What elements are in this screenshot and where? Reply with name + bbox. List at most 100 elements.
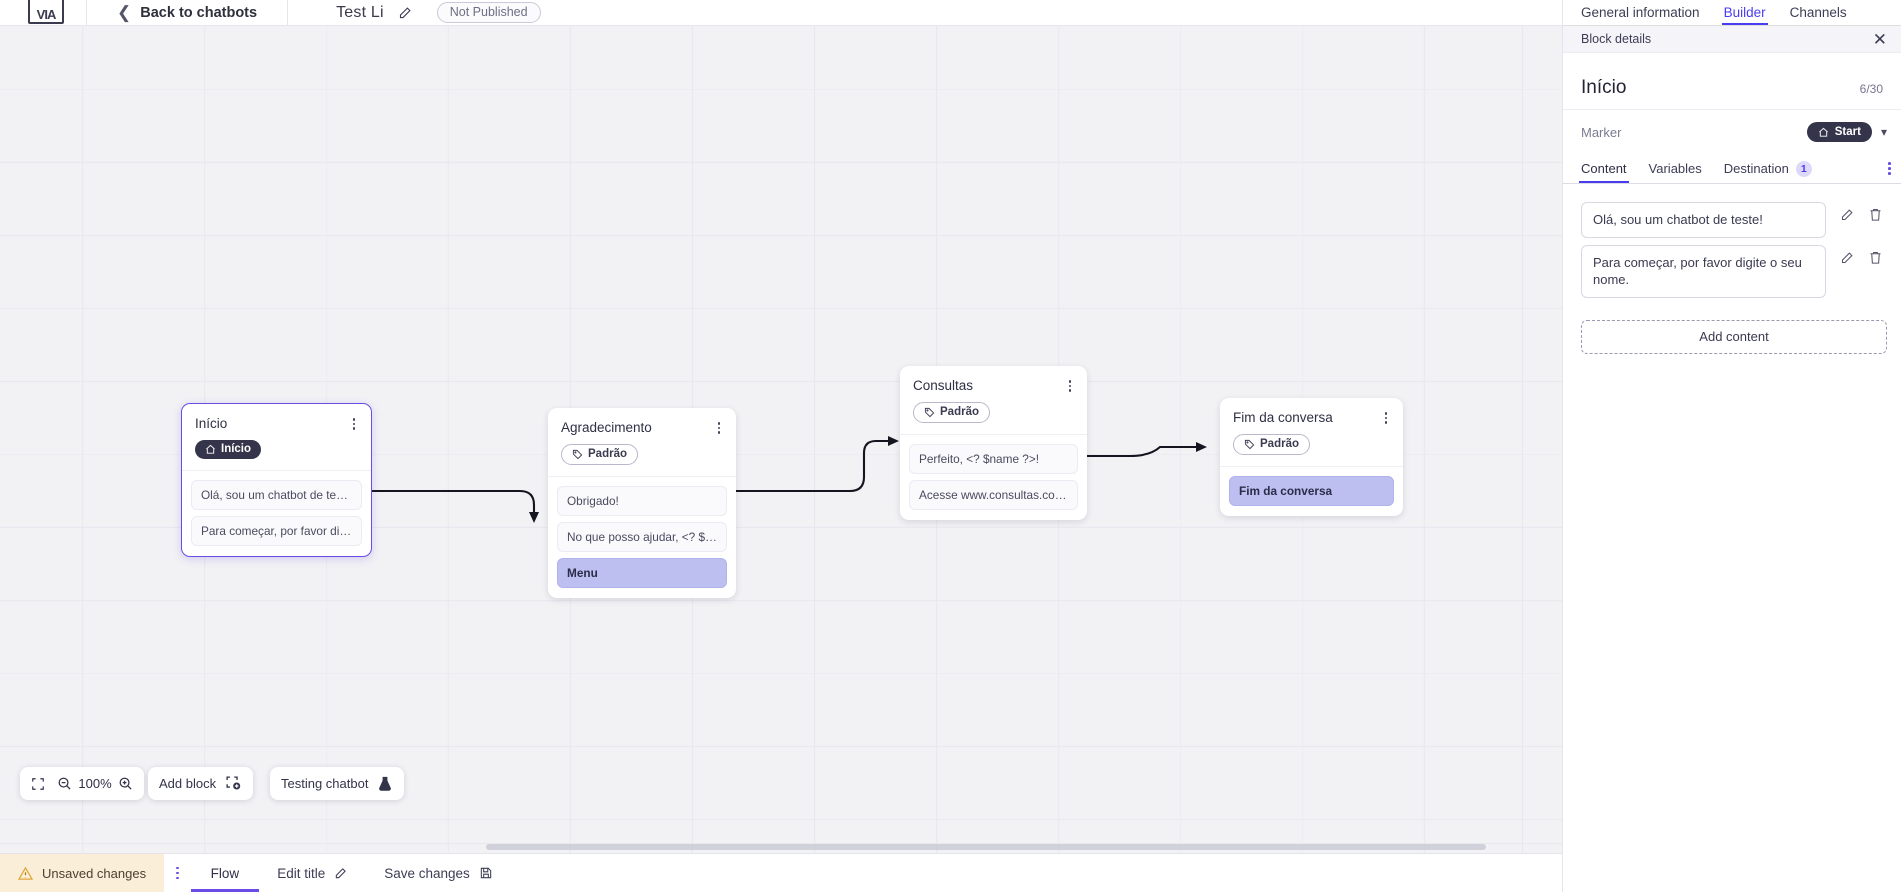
status-menu-button[interactable]: [164, 854, 191, 892]
block-menu-button[interactable]: [347, 416, 361, 432]
flask-icon: [379, 776, 392, 791]
block-menu-button[interactable]: [1063, 378, 1077, 394]
home-icon: [1818, 127, 1828, 137]
canvas-horizontal-scrollbar[interactable]: [486, 844, 1486, 850]
block-title-row: Início 6/30: [1563, 53, 1901, 110]
close-icon[interactable]: ✕: [1872, 29, 1887, 49]
block-message[interactable]: Fim da conversa: [1229, 476, 1394, 506]
save-changes-label: Save changes: [384, 865, 470, 881]
edit-content-button[interactable]: [1840, 207, 1855, 222]
block-header: Fim da conversa Padrão: [1220, 398, 1403, 466]
divider: [86, 0, 87, 26]
block-message-menu[interactable]: Menu: [557, 558, 727, 588]
content-item: Para começar, por favor digite o seu nom…: [1581, 245, 1887, 298]
zoom-in-button[interactable]: [113, 767, 144, 800]
tab-flow[interactable]: Flow: [190, 854, 260, 892]
destination-count-badge: 1: [1795, 160, 1812, 177]
marker-row: Marker Start ▾: [1563, 110, 1901, 154]
tab-general-information[interactable]: General information: [1581, 0, 1700, 25]
block-message[interactable]: Para começar, por favor digite o ...: [191, 516, 362, 546]
delete-content-button[interactable]: [1868, 207, 1883, 222]
edit-content-button[interactable]: [1840, 250, 1855, 265]
tab-builder[interactable]: Builder: [1721, 0, 1768, 26]
block-tag: Início: [195, 440, 262, 459]
tab-label: Destination: [1723, 161, 1789, 176]
tab-label: General information: [1581, 5, 1700, 20]
divider: [287, 0, 289, 26]
block-details-header: Block details ✕: [1563, 26, 1901, 53]
publish-status-badge: Not Published: [436, 2, 541, 23]
tab-destination[interactable]: Destination 1: [1724, 154, 1812, 183]
add-block-button[interactable]: Add block: [148, 767, 253, 800]
content-actions: [1826, 202, 1887, 222]
block-title: Fim da conversa: [1233, 410, 1333, 425]
block-tag-label: Padrão: [1260, 438, 1299, 450]
save-changes-button[interactable]: Save changes: [366, 854, 511, 892]
tab-variables[interactable]: Variables: [1649, 154, 1702, 183]
flow-canvas[interactable]: Início Início Olá, sou um chatbot de tes…: [0, 26, 1562, 853]
block-message[interactable]: Obrigado!: [557, 486, 727, 516]
zoom-toolbar: 100%: [20, 767, 144, 800]
block-menu-button[interactable]: [712, 420, 726, 436]
marker-label: Marker: [1581, 124, 1622, 140]
flow-block-agradecimento[interactable]: Agradecimento Padrão Obrigado! No que po…: [548, 408, 736, 598]
add-block-label: Add block: [159, 776, 217, 791]
block-title: Início: [195, 416, 228, 431]
zoom-out-button[interactable]: [52, 767, 77, 800]
delete-content-button[interactable]: [1868, 250, 1883, 265]
edit-title-label: Edit title: [277, 865, 326, 881]
testing-chatbot-button[interactable]: Testing chatbot: [270, 767, 404, 800]
tab-flow-label: Flow: [210, 865, 240, 881]
block-message[interactable]: Acesse www.consultas.com par...: [909, 480, 1078, 510]
content-text[interactable]: Para começar, por favor digite o seu nom…: [1581, 245, 1826, 298]
block-details-title: Block details: [1581, 32, 1652, 46]
page-title: Início: [1581, 77, 1627, 98]
flow-block-inicio[interactable]: Início Início Olá, sou um chatbot de tes…: [181, 403, 372, 557]
app-logo[interactable]: VIA: [28, 0, 64, 24]
flow-block-fim-da-conversa[interactable]: Fim da conversa Padrão Fim da conversa: [1220, 398, 1403, 516]
block-menu-button[interactable]: [1379, 410, 1393, 426]
content-list: Olá, sou um chatbot de teste! Par: [1563, 184, 1901, 298]
right-panel: General information Builder Channels Blo…: [1562, 0, 1901, 892]
block-messages: Fim da conversa: [1220, 476, 1403, 516]
pencil-icon[interactable]: [398, 5, 413, 20]
chevron-down-icon[interactable]: ▾: [1880, 125, 1887, 139]
home-icon: [206, 444, 215, 454]
tag-icon: [1244, 439, 1255, 449]
pencil-icon: [1841, 252, 1853, 264]
block-message[interactable]: Perfeito, <? $name ?>!: [909, 444, 1078, 474]
tab-content[interactable]: Content: [1579, 154, 1629, 184]
tab-label: Variables: [1648, 161, 1702, 176]
divider: [548, 476, 736, 477]
status-bar: Unsaved changes Flow Edit title Save cha…: [0, 853, 1562, 892]
content-text[interactable]: Olá, sou um chatbot de teste!: [1581, 202, 1826, 239]
edit-title-button[interactable]: Edit title: [259, 854, 366, 892]
marker-select[interactable]: Start: [1806, 122, 1872, 142]
block-header: Consultas Padrão: [900, 366, 1087, 434]
tab-label: Builder: [1723, 5, 1766, 20]
tab-channels[interactable]: Channels: [1790, 0, 1847, 25]
divider: [1220, 466, 1403, 467]
block-messages: Perfeito, <? $name ?>! Acesse www.consul…: [900, 444, 1087, 520]
back-to-chatbots-link[interactable]: ❮ Back to chatbots: [117, 4, 257, 21]
block-header: Início Início: [182, 404, 371, 470]
chevron-left-icon: ❮: [117, 3, 132, 22]
add-block-toolbar: Add block: [148, 767, 254, 800]
block-tag: Padrão: [561, 444, 638, 465]
block-message[interactable]: Olá, sou um chatbot de teste!: [191, 480, 362, 510]
block-tag-label: Padrão: [588, 448, 627, 460]
divider: [182, 470, 371, 471]
pencil-icon: [336, 868, 347, 879]
add-content-button[interactable]: Add content: [1581, 319, 1887, 354]
fit-screen-button[interactable]: [20, 767, 52, 800]
content-item: Olá, sou um chatbot de teste!: [1581, 202, 1887, 239]
content-actions: [1826, 245, 1887, 265]
block-messages: Obrigado! No que posso ajudar, <? $name …: [548, 486, 736, 598]
flow-block-consultas[interactable]: Consultas Padrão Perfeito, <? $name ?>! …: [900, 366, 1087, 520]
panel-tabs: General information Builder Channels: [1563, 0, 1901, 26]
block-tag-label: Padrão: [940, 406, 979, 418]
block-tag: Padrão: [1233, 434, 1310, 455]
char-counter: 6/30: [1859, 82, 1883, 96]
content-overflow-menu-button[interactable]: [1888, 162, 1891, 175]
block-message[interactable]: No que posso ajudar, <? $name ...: [557, 522, 727, 552]
